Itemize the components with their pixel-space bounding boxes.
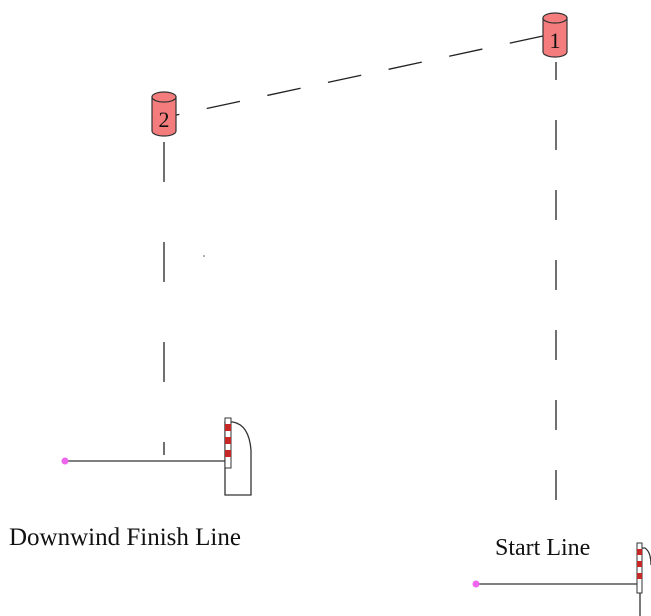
mark-2-number: 2 [159, 107, 170, 132]
start-flag-pole [636, 542, 643, 594]
stray-dot [203, 255, 205, 257]
finish-committee-boat [224, 421, 252, 496]
finish-line-label: Downwind Finish Line [9, 524, 241, 551]
mark-2-buoy: 2 [151, 91, 177, 137]
start-pin-end-marker [472, 580, 480, 588]
leg-mark-1-to-mark-2 [171, 35, 544, 117]
mark-1-number: 1 [550, 28, 561, 53]
mark-1-buoy: 1 [542, 12, 568, 58]
finish-pin-end-marker [61, 457, 69, 465]
start-line [472, 542, 651, 616]
start-line-label: Start Line [495, 535, 591, 561]
finish-flag-pole [224, 417, 232, 469]
finish-line [61, 417, 252, 496]
